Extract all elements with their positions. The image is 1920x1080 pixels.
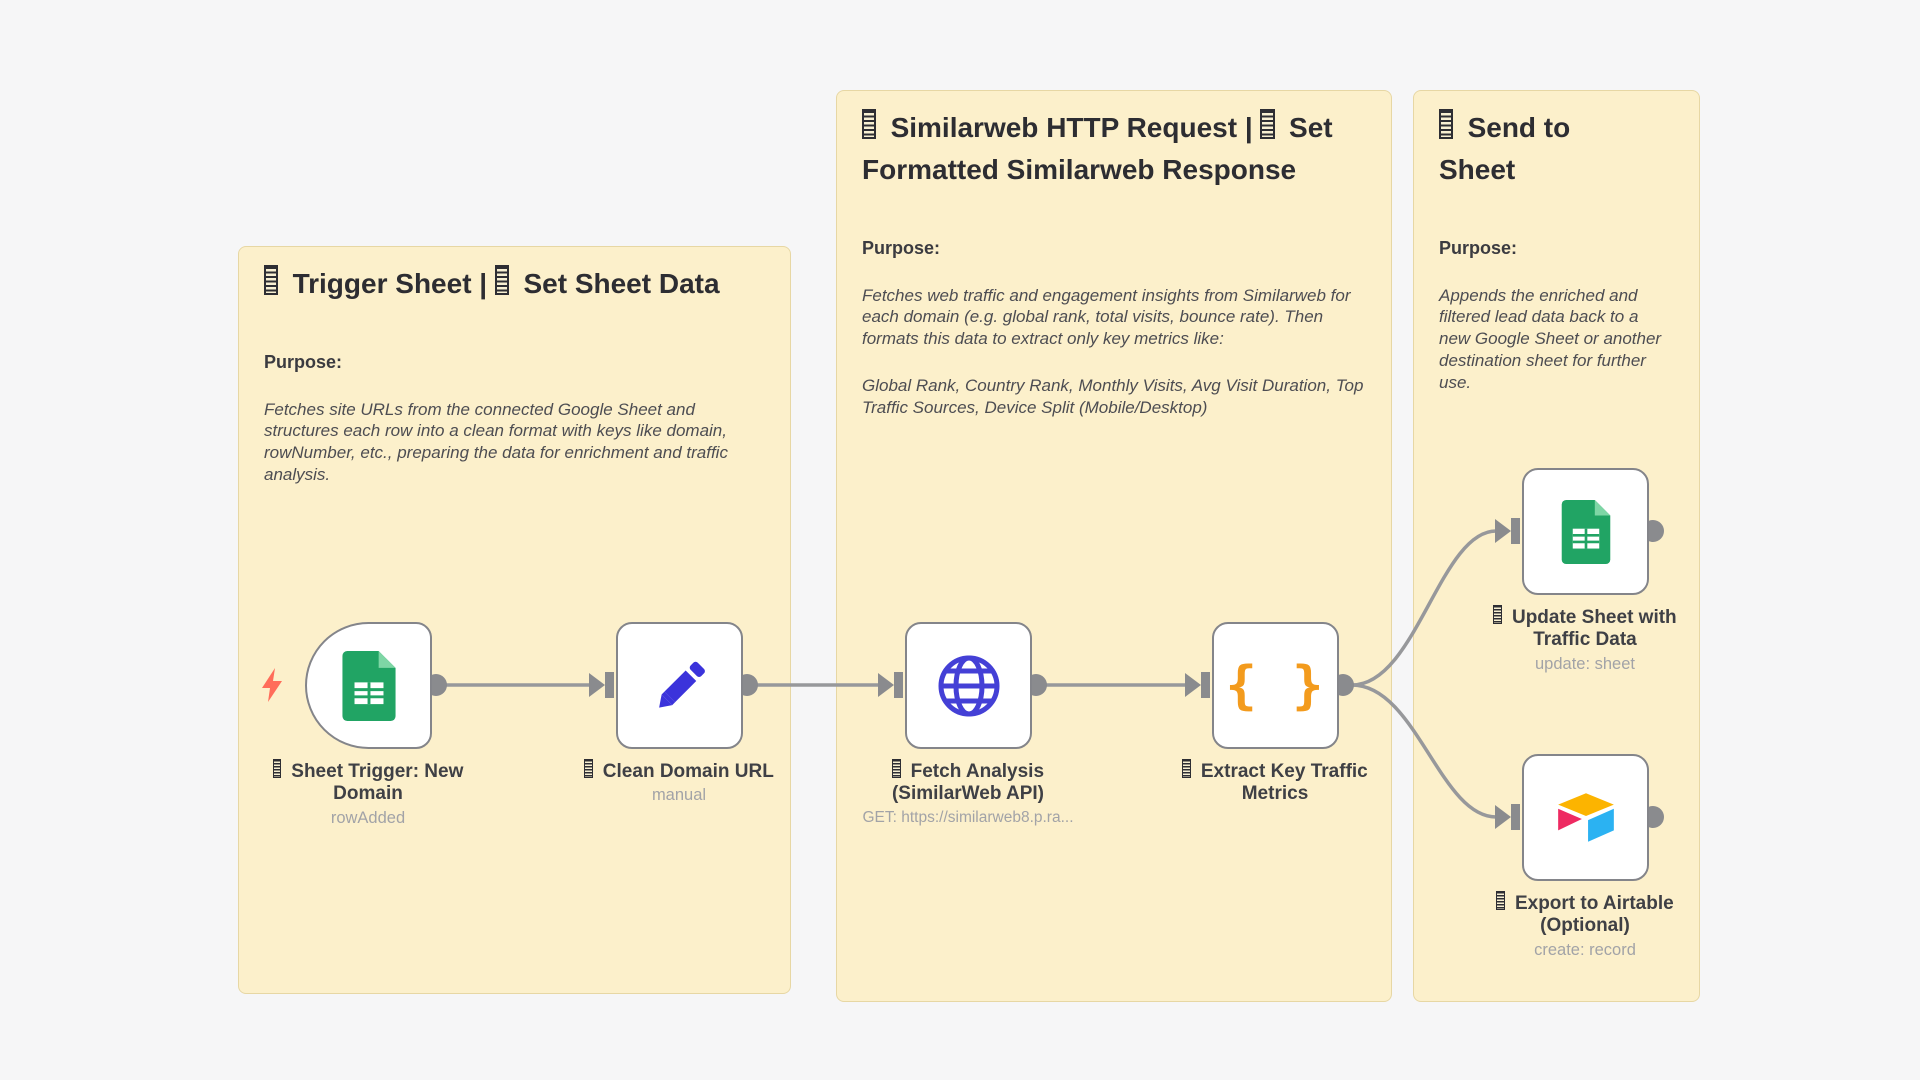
sticky-body-text: Appends the enriched and filtered lead d… [1439,285,1662,392]
missing-glyph-box [494,265,509,296]
input-port-clean[interactable] [589,672,614,698]
sticky-title: Send to Sheet [1439,107,1649,191]
missing-glyph-box [891,759,901,779]
node-sheet-trigger[interactable] [305,622,432,749]
node-title: Sheet Trigger: New Domain [258,759,478,806]
input-port-update[interactable] [1495,518,1520,544]
node-label-fetch-analysis: Fetch Analysis (SimilarWeb API) GET: htt… [838,759,1098,827]
node-title: Clean Domain URL [559,759,799,783]
sticky-title: Trigger Sheet | Set Sheet Data [264,263,744,305]
purpose-label: Purpose: [264,352,343,372]
node-update-sheet[interactable] [1522,468,1649,595]
node-subtitle: rowAdded [330,808,406,827]
edit-pencil-icon [658,661,705,708]
sticky-note-trigger-sheet[interactable]: Trigger Sheet | Set Sheet Data Purpose: … [238,246,791,994]
google-sheets-icon [341,650,396,721]
node-subtitle: create: record [1534,940,1636,959]
sticky-title: Similarweb HTTP Request | Set Formatted … [862,107,1366,191]
node-subtitle: manual [651,786,707,805]
missing-glyph-box [1260,109,1275,140]
missing-glyph-box [1439,109,1454,140]
missing-glyph-box [264,265,279,296]
node-fetch-analysis[interactable] [905,622,1032,749]
purpose-label: Purpose: [862,238,941,258]
sticky-body-text: Fetches site URLs from the connected Goo… [264,399,728,484]
missing-glyph-box [1182,759,1192,779]
input-port-extract[interactable] [1185,672,1210,698]
google-sheets-icon [1561,499,1610,564]
missing-glyph-box [272,759,282,779]
node-title: Export to Airtable (Optional) [1475,891,1695,938]
sticky-note-similarweb[interactable]: Similarweb HTTP Request | Set Formatted … [836,90,1392,1002]
trigger-bolt-icon [262,668,282,702]
connection-extract-to-update[interactable] [1351,529,1497,687]
airtable-icon [1557,792,1614,842]
node-label-sheet-trigger: Sheet Trigger: New Domain rowAdded [258,759,478,828]
node-subtitle: GET: https://similarweb8.p.ra... [862,808,1074,826]
node-label-update-sheet: Update Sheet with Traffic Data update: s… [1475,605,1695,674]
node-subtitle: update: sheet [1535,654,1635,673]
missing-glyph-box [1496,891,1506,911]
missing-glyph-box [862,109,877,140]
node-extract-metrics[interactable]: { } [1212,622,1339,749]
sticky-body-text: Fetches web traffic and engagement insig… [862,285,1351,349]
json-braces-icon: { } [1225,655,1326,716]
globe-icon [938,655,999,716]
node-label-clean-domain: Clean Domain URL manual [559,759,799,806]
node-label-extract-metrics: Extract Key Traffic Metrics [1165,759,1385,809]
connection-extract-to-airtable[interactable] [1351,683,1497,819]
node-export-airtable[interactable] [1522,754,1649,881]
node-title: Update Sheet with Traffic Data [1475,605,1695,652]
missing-glyph-box [1493,605,1503,625]
node-label-export-airtable: Export to Airtable (Optional) create: re… [1475,891,1695,960]
input-port-airtable[interactable] [1495,804,1520,830]
missing-glyph-box [584,759,593,779]
purpose-label: Purpose: [1439,238,1518,258]
node-title: Fetch Analysis (SimilarWeb API) [891,759,1045,805]
sticky-body-text: Global Rank, Country Rank, Monthly Visit… [862,375,1364,417]
node-title: Extract Key Traffic Metrics [1165,759,1385,806]
input-port-fetch[interactable] [878,672,903,698]
node-clean-domain-url[interactable] [616,622,743,749]
